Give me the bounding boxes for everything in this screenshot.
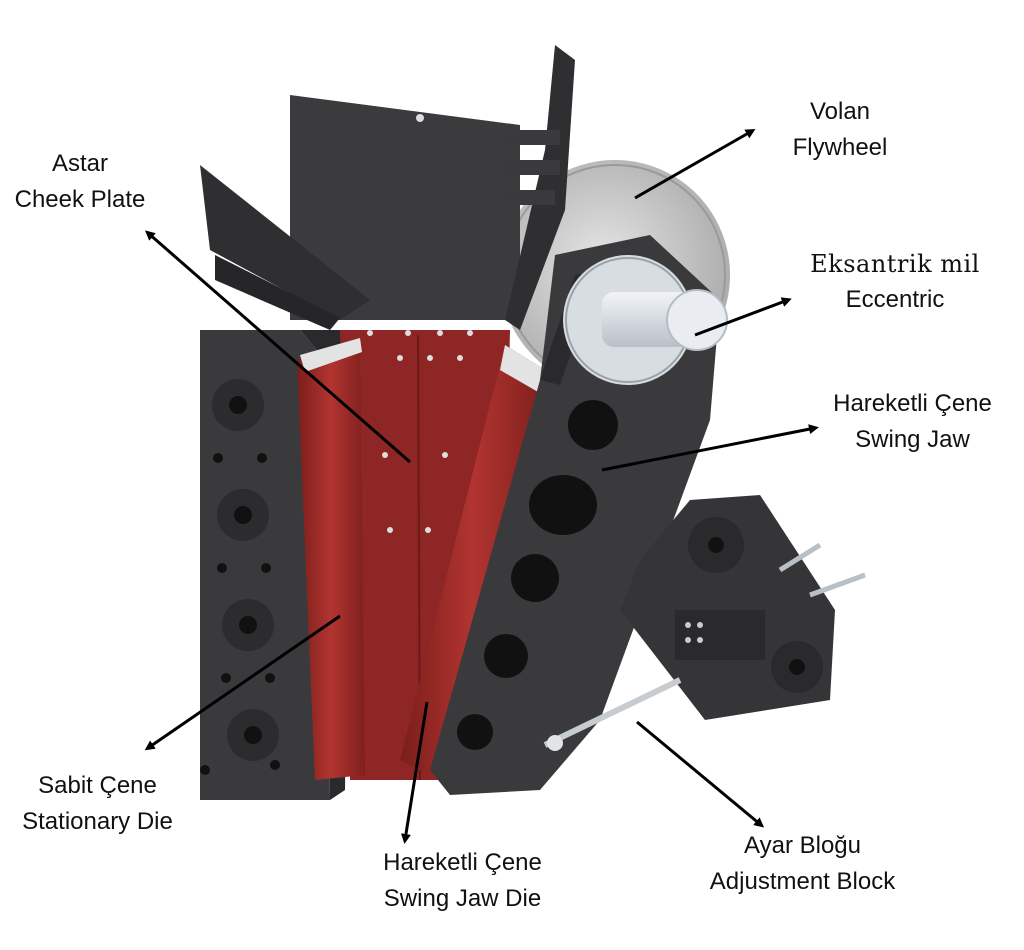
adjustment-block: [543, 495, 866, 751]
label-cheek-plate-tr: Astar: [51, 150, 108, 177]
arrow-cheek-plate: [144, 230, 411, 464]
label-swing-jaw-die-tr: Hareketli Çene: [383, 849, 542, 876]
label-flywheel-tr: Volan: [809, 98, 871, 125]
label-stationary-die-tr: Sabit Çene: [38, 772, 157, 799]
annotation-arrows: [144, 129, 819, 844]
hopper-back-plate: [290, 95, 520, 320]
arrow-stationary-die: [144, 614, 341, 751]
hopper-right-wing: [500, 45, 575, 330]
label-flywheel-en: Flywheel: [792, 134, 888, 161]
label-swing-jaw-die-en: Swing Jaw Die: [383, 885, 542, 912]
label-adjustment-block-tr: Ayar Bloğu: [744, 832, 861, 859]
arrow-swing-jaw-die: [401, 701, 429, 844]
label-flywheel: Volan Flywheel: [765, 94, 915, 166]
label-stationary-die-en: Stationary Die: [22, 808, 173, 835]
label-stationary-die: Sabit Çene Stationary Die: [0, 768, 195, 840]
label-cheek-plate-en: Cheek Plate: [14, 186, 146, 213]
arrow-adjustment-block: [636, 720, 765, 828]
hopper-left-wing: [200, 165, 370, 330]
swing-jaw-die: [400, 345, 545, 780]
label-eccentric-tr: Eksantrik mil: [810, 250, 980, 278]
label-eccentric-en: Eccentric: [845, 286, 945, 313]
label-cheek-plate: Astar Cheek Plate: [0, 146, 160, 218]
label-swing-jaw-tr: Hareketli Çene: [833, 390, 992, 417]
frame-bolt-holes: [200, 379, 280, 775]
label-adjustment-block-en: Adjustment Block: [709, 868, 896, 895]
stationary-die: [297, 338, 365, 780]
label-eccentric: Eksantrik mil Eccentric: [790, 246, 1000, 318]
label-swing-jaw: Hareketli Çene Swing Jaw: [805, 386, 1020, 458]
arrow-swing-jaw: [601, 424, 819, 472]
label-swing-jaw-die: Hareketli Çene Swing Jaw Die: [355, 845, 570, 917]
eccentric-shaft: [563, 255, 728, 385]
label-swing-jaw-en: Swing Jaw: [855, 426, 970, 453]
arrow-flywheel: [634, 129, 756, 200]
label-adjustment-block: Ayar Bloğu Adjustment Block: [680, 828, 925, 900]
arrow-eccentric: [694, 297, 792, 337]
